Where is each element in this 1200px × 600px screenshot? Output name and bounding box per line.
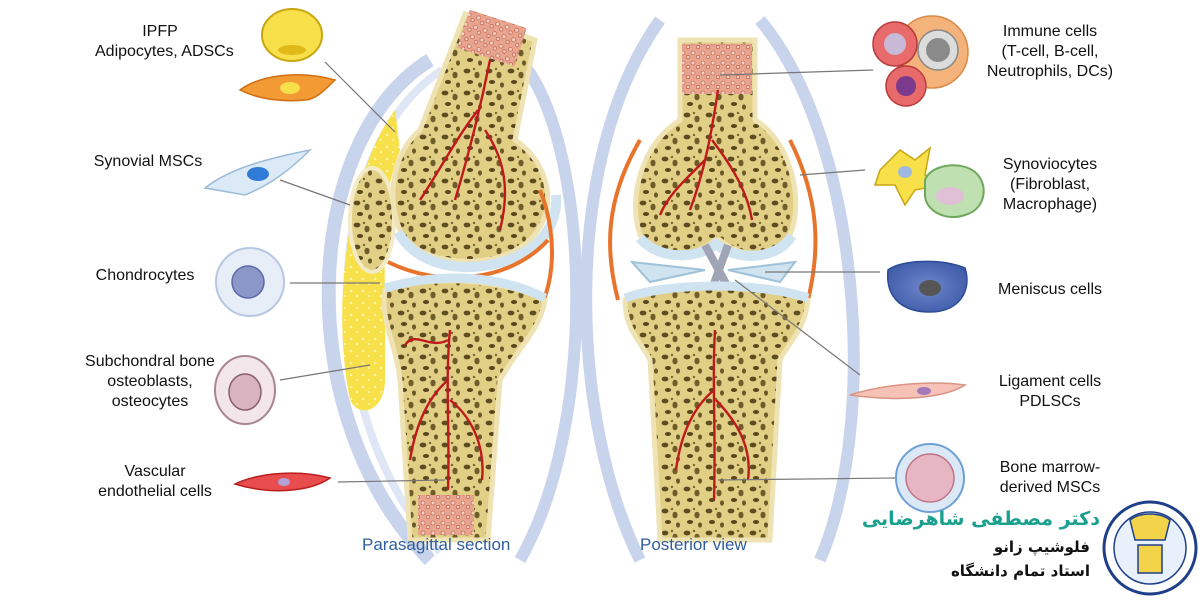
meniscus-left (629, 260, 706, 284)
femur-marrow (457, 9, 527, 67)
label-chondrocytes: Chondrocytes (90, 266, 200, 286)
femur-posterior (633, 37, 799, 257)
label-line: Adipocytes, ADSCs (95, 43, 234, 60)
label-line: osteoblasts, (107, 373, 193, 390)
label-line: Chondrocytes (95, 267, 195, 284)
watermark-line1: فلوشیپ زانو (993, 538, 1090, 556)
label-line: Subchondral bone (85, 353, 215, 370)
label-line: endothelial cells (98, 483, 212, 500)
posterior-knee (580, 16, 860, 563)
label-ipfp: IPFP Adipocytes, ADSCs (95, 22, 234, 62)
label-line: Meniscus cells (997, 281, 1103, 298)
label-line: Bone marrow- (999, 459, 1101, 476)
label-line: (T-cell, B-cell, (1001, 43, 1099, 60)
synovial-msc-icon (203, 148, 313, 196)
label-subchondral: Subchondral bone osteoblasts, osteocytes (75, 352, 225, 412)
joint-capsule-left (321, 54, 435, 565)
blood-vessels-right (658, 89, 754, 501)
label-bone-marrow: Bone marrow- derived MSCs (985, 458, 1115, 498)
watermark-logo (1102, 500, 1198, 596)
label-line: Macrophage) (1002, 196, 1098, 213)
patella (348, 166, 396, 274)
leader-lines (279, 61, 896, 483)
parasagittal-knee (321, 9, 583, 565)
caption-posterior: Posterior view (640, 535, 747, 554)
label-line: derived MSCs (999, 479, 1101, 496)
label-synovial-mscs: Synovial MSCs (88, 152, 208, 172)
meniscus-cell-icon (887, 260, 968, 313)
joint-capsule-right (514, 56, 583, 563)
synovium-post-right (788, 139, 818, 301)
tibial-cartilage-post (623, 281, 810, 303)
label-meniscus: Meniscus cells (985, 280, 1115, 300)
chondrocyte-icon (215, 247, 285, 317)
tibia-posterior (622, 282, 811, 543)
watermark-name: دکتر مصطفی شاهرضایی (861, 508, 1100, 530)
label-line: (Fibroblast, (1009, 176, 1091, 193)
label-line: IPFP (142, 23, 178, 40)
label-line: Synoviocytes (1002, 156, 1098, 173)
capsule-post-right (755, 16, 860, 563)
bone-marrow-msc-icon (895, 443, 965, 513)
blood-vessels-left (404, 59, 507, 491)
femoral-cartilage (393, 194, 562, 273)
immune-cells-icon (872, 15, 969, 107)
tibial-cartilage (383, 273, 548, 303)
label-line: Immune cells (1002, 23, 1098, 40)
macrophage-icon (924, 164, 985, 218)
label-line: PDLSCs (1019, 393, 1081, 410)
label-line: osteocytes (111, 393, 189, 410)
label-immune: Immune cells (T-cell, B-cell, Neutrophil… (975, 22, 1125, 82)
caption-parasagittal: Parasagittal section (362, 535, 511, 554)
synovium-post-left (608, 138, 642, 301)
label-line: Vascular (124, 463, 186, 480)
label-line: Neutrophils, DCs) (986, 63, 1114, 80)
tibia-marrow (418, 495, 474, 535)
label-line: Synovial MSCs (93, 153, 203, 170)
label-line: Ligament cells (998, 373, 1102, 390)
label-ligament: Ligament cells PDLSCs (985, 372, 1115, 412)
osteoblast-icon (214, 355, 276, 425)
label-vascular: Vascular endothelial cells (90, 462, 220, 502)
adsc-cell-icon (238, 74, 337, 102)
adipocyte-icon (261, 8, 323, 62)
femur-post-marrow (682, 44, 752, 94)
endothelial-cell-icon (232, 472, 332, 492)
fibroblast-synoviocyte-icon (873, 146, 942, 207)
femur (390, 10, 550, 264)
ligament-cell-icon (849, 382, 968, 400)
capsule-post-left (580, 16, 665, 563)
femoral-cartilage-post (636, 232, 797, 261)
watermark-line2: استاد تمام دانشگاه (950, 562, 1090, 580)
label-synoviocytes: Synoviocytes (Fibroblast, Macrophage) (985, 155, 1115, 215)
